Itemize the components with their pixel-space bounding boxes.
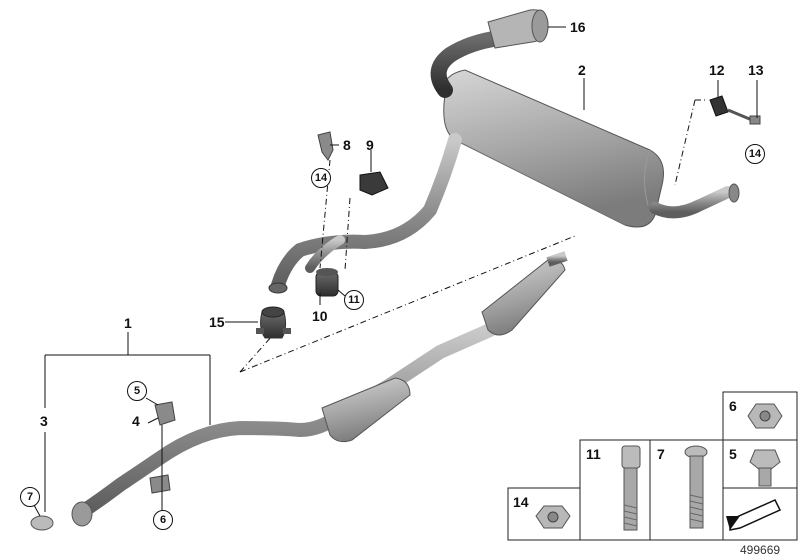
legend-label-7: 7 bbox=[657, 446, 665, 462]
front-pipe-lower-bracket bbox=[149, 474, 171, 494]
right-outlet-pipe bbox=[649, 183, 740, 219]
callout-11-circle: 11 bbox=[344, 290, 364, 310]
callout-6-circle: 6 bbox=[153, 510, 173, 530]
callout-14-circle-b: 14 bbox=[745, 144, 765, 164]
pipe-clamp bbox=[256, 282, 291, 339]
callout-2: 2 bbox=[578, 62, 586, 78]
leader-lines bbox=[33, 26, 758, 517]
callout-3: 3 bbox=[40, 413, 48, 429]
callout-10: 10 bbox=[312, 308, 328, 324]
callout-5-circle: 5 bbox=[127, 381, 147, 401]
bolt-7 bbox=[684, 445, 708, 529]
legend-label-11: 11 bbox=[586, 446, 601, 462]
image-id: 499669 bbox=[740, 543, 781, 557]
tailpipe-trim bbox=[487, 9, 549, 49]
callout-7-circle: 7 bbox=[20, 487, 40, 507]
rubber-hanger-12 bbox=[709, 95, 729, 117]
bolt-5 bbox=[749, 449, 781, 487]
rear-muffler bbox=[443, 69, 664, 228]
legend-label-5: 5 bbox=[729, 446, 737, 462]
front-exhaust-pipe bbox=[30, 323, 497, 531]
callout-9: 9 bbox=[366, 137, 374, 153]
nut-6 bbox=[747, 403, 783, 429]
tailpipe-bend bbox=[430, 30, 508, 98]
hanger-bracket-13 bbox=[727, 108, 761, 125]
callout-8: 8 bbox=[343, 137, 351, 153]
callout-13: 13 bbox=[748, 62, 764, 78]
legend-grid bbox=[507, 391, 798, 541]
front-pipe-bracket bbox=[154, 401, 176, 426]
nut-14 bbox=[535, 505, 571, 529]
callout-1: 1 bbox=[124, 315, 132, 331]
hanger-bracket-8 bbox=[317, 131, 334, 161]
legend-label-6: 6 bbox=[729, 398, 737, 414]
rubber-mount bbox=[315, 268, 339, 297]
callout-4: 4 bbox=[132, 413, 140, 429]
bolt-11 bbox=[621, 445, 641, 531]
center-muffler bbox=[321, 377, 411, 443]
callout-12: 12 bbox=[709, 62, 725, 78]
intermediate-pipe bbox=[271, 133, 462, 292]
callout-14-circle-a: 14 bbox=[311, 168, 331, 188]
direction-arrow-icon bbox=[726, 499, 782, 531]
rubber-hanger-9 bbox=[359, 171, 389, 196]
catalytic-converter bbox=[481, 251, 568, 336]
legend-label-14: 14 bbox=[513, 494, 529, 510]
callout-15: 15 bbox=[209, 314, 225, 330]
callout-16: 16 bbox=[570, 19, 586, 35]
